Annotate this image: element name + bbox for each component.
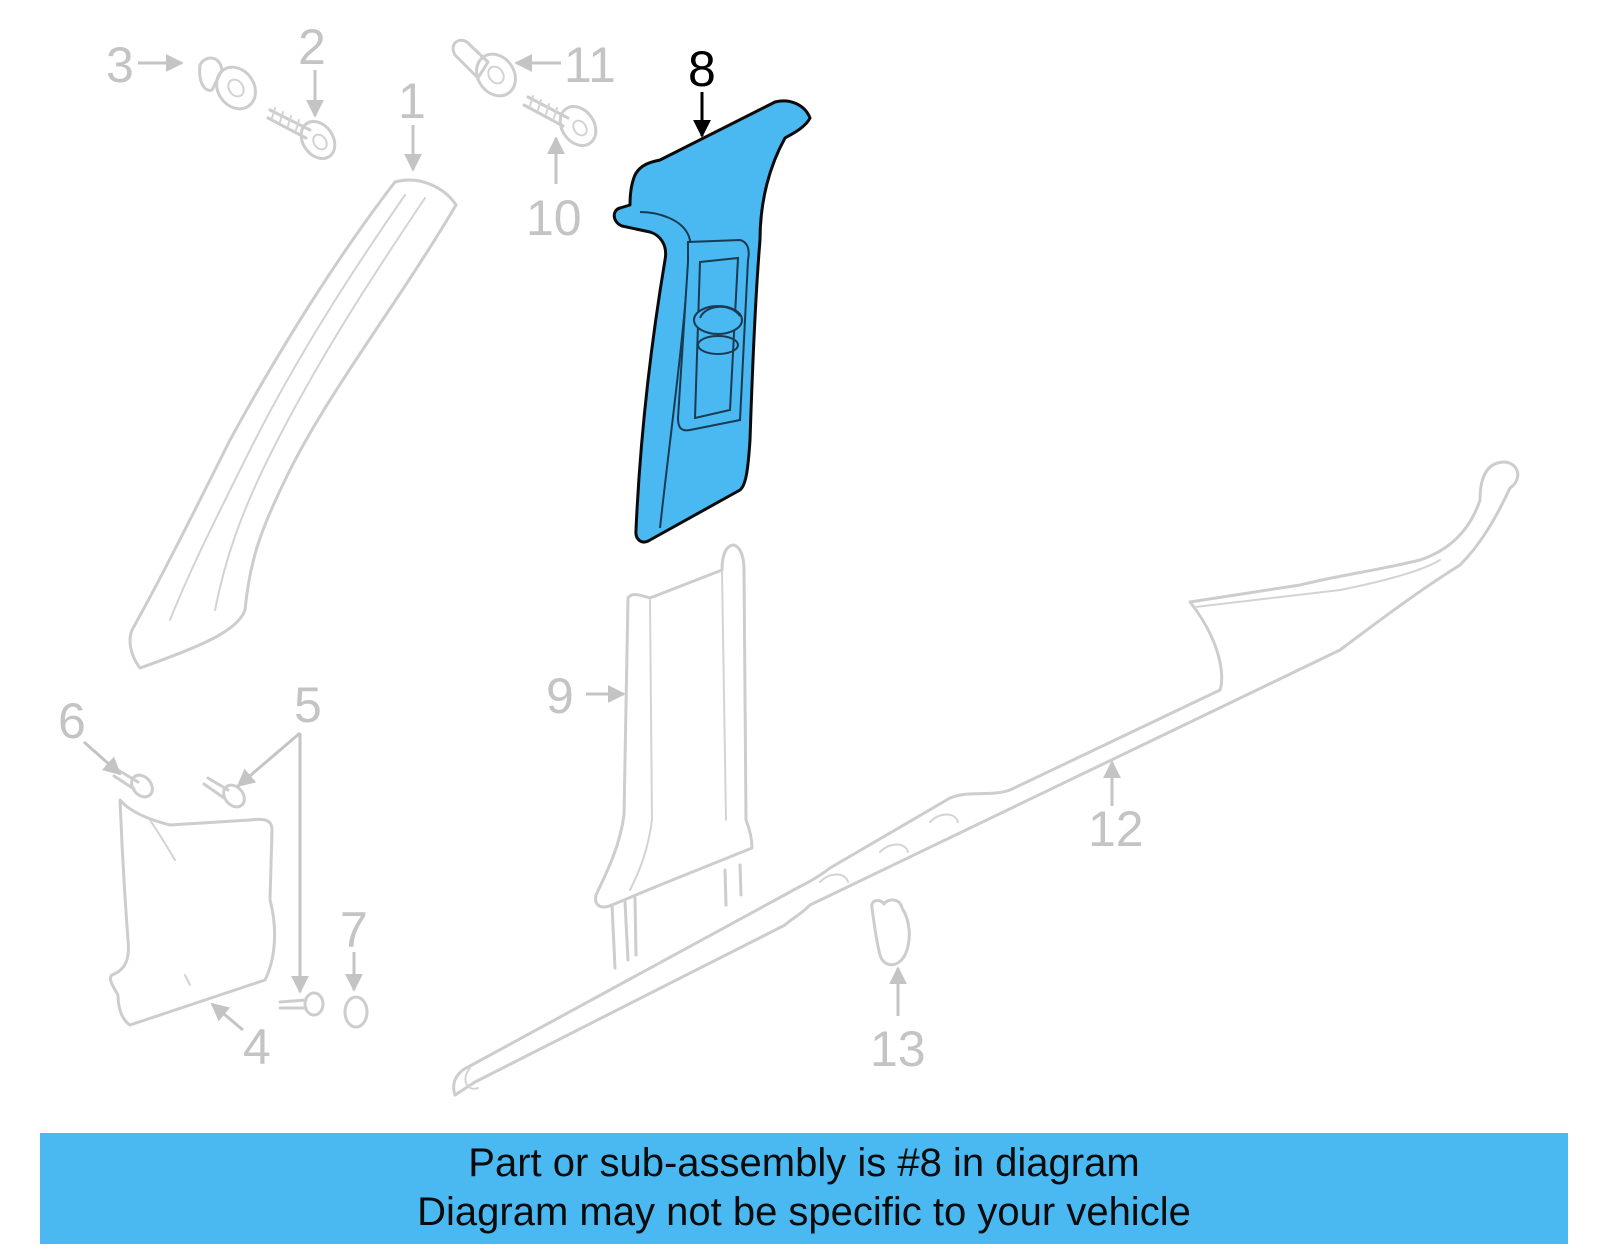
- callout-12: 12: [1088, 801, 1144, 857]
- part-12-sill-plate: [452, 460, 1520, 1097]
- callout-labels: 3 2 1 11 10 8 9 12 13 6 5 7 4: [58, 19, 1144, 1077]
- leader-lines: [83, 54, 1121, 1032]
- part-5-screw: [202, 776, 325, 1017]
- part-1-a-pillar-trim: [128, 178, 458, 670]
- exploded-parts-diagram: 3 2 1 11 10 8 9 12 13 6 5 7 4: [58, 19, 1520, 1097]
- part-11-clip: [451, 38, 517, 98]
- callout-1: 1: [398, 73, 426, 129]
- callout-2: 2: [298, 19, 326, 75]
- part-9-b-pillar-lower-trim: [594, 543, 754, 970]
- callout-5: 5: [294, 677, 322, 733]
- leader-6: [83, 740, 122, 776]
- callout-11: 11: [564, 37, 616, 93]
- callout-9: 9: [546, 668, 574, 724]
- part-8-b-pillar-upper-trim: [612, 99, 812, 544]
- leader-5a: [236, 731, 301, 788]
- part-2-screw: [266, 107, 337, 161]
- callout-7: 7: [340, 902, 368, 958]
- info-banner: Part or sub-assembly is #8 in diagram Di…: [40, 1133, 1568, 1244]
- callout-4: 4: [243, 1019, 271, 1075]
- banner-line-disclaimer: Diagram may not be specific to your vehi…: [417, 1190, 1191, 1234]
- part-13-clip: [870, 898, 911, 967]
- banner-line-part-info: Part or sub-assembly is #8 in diagram: [468, 1141, 1140, 1185]
- callout-3: 3: [106, 37, 134, 93]
- leader-4: [210, 1002, 244, 1032]
- part-3-clip: [198, 56, 257, 111]
- callout-13: 13: [870, 1021, 926, 1077]
- part-4-kick-panel: [108, 798, 277, 1027]
- callout-10: 10: [526, 190, 582, 246]
- part-7-o-ring: [343, 995, 369, 1029]
- callout-6: 6: [58, 693, 86, 749]
- callout-8: 8: [688, 41, 716, 97]
- part-10-screw: [522, 95, 598, 147]
- part-6-screw: [112, 768, 154, 799]
